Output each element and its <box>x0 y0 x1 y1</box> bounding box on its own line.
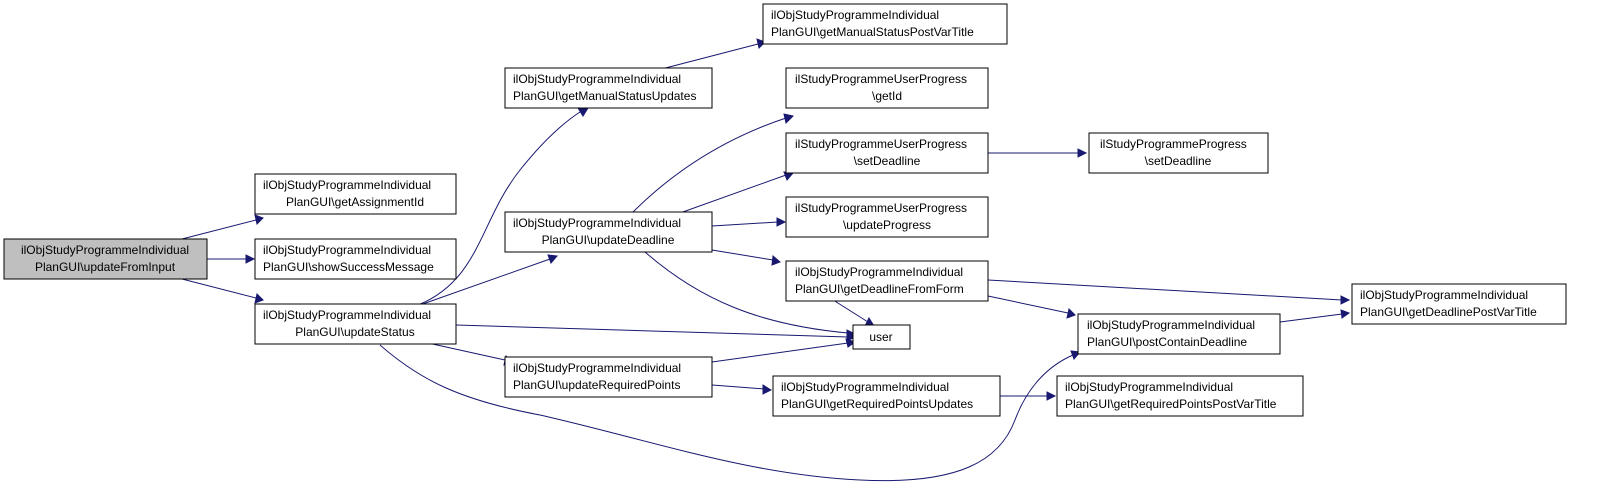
node-label-line2: PlanGUI\getManualStatusPostVarTitle <box>771 25 974 39</box>
node-label-line1: ilObjStudyProgrammeIndividual <box>781 380 949 394</box>
node-update-from-input[interactable]: ilObjStudyProgrammeIndividual PlanGUI\up… <box>3 238 208 280</box>
node-progress-set-deadline[interactable]: ilStudyProgrammeProgress \setDeadline <box>1088 132 1269 174</box>
node-get-required-points-updates[interactable]: ilObjStudyProgrammeIndividual PlanGUI\ge… <box>772 375 1001 417</box>
nodes: ilObjStudyProgrammeIndividual PlanGUI\up… <box>3 3 1567 417</box>
node-label-line2: \updateProgress <box>843 218 931 232</box>
node-label-line1: ilStudyProgrammeUserProgress <box>795 72 967 86</box>
node-label-line2: PlanGUI\postContainDeadline <box>1087 335 1247 349</box>
edge-update-status-to-user <box>455 324 857 342</box>
node-label-line1: ilStudyProgrammeUserProgress <box>795 137 967 151</box>
node-label-line2: PlanGUI\getRequiredPointsUpdates <box>781 397 973 411</box>
edge-update-deadline-to-update-progress <box>711 217 787 227</box>
node-label-line1: ilObjStudyProgrammeIndividual <box>263 308 431 322</box>
node-label-line1: ilObjStudyProgrammeIndividual <box>513 72 681 86</box>
node-get-deadline-post-var-title[interactable]: ilObjStudyProgrammeIndividual PlanGUI\ge… <box>1351 283 1567 325</box>
node-get-manual-status-updates[interactable]: ilObjStudyProgrammeIndividual PlanGUI\ge… <box>504 67 713 109</box>
node-user-progress-get-id[interactable]: ilStudyProgrammeUserProgress \getId <box>785 67 989 109</box>
node-label-line2: PlanGUI\updateStatus <box>295 325 414 339</box>
node-update-required-points[interactable]: ilObjStudyProgrammeIndividual PlanGUI\up… <box>504 356 713 398</box>
edge-update-deadline-to-user <box>644 251 857 339</box>
node-label-line1: ilStudyProgrammeUserProgress <box>795 201 967 215</box>
node-label-line2: PlanGUI\getRequiredPointsPostVarTitle <box>1065 397 1277 411</box>
edge-update-required-points-to-get-required-points-updates <box>711 384 773 395</box>
node-label-line2: PlanGUI\getManualStatusUpdates <box>513 89 696 103</box>
edge-update-deadline-to-get-deadline-from-form <box>711 249 781 266</box>
node-user[interactable]: user <box>852 324 911 350</box>
node-label-line2: PlanGUI\updateRequiredPoints <box>513 378 680 392</box>
node-label-line2: PlanGUI\getDeadlinePostVarTitle <box>1360 305 1537 319</box>
node-label-line2: PlanGUI\getAssignmentId <box>286 195 424 209</box>
edge-user-progress-set-deadline-to-progress-set-deadline <box>988 148 1088 158</box>
node-label-line1: ilObjStudyProgrammeIndividual <box>263 178 431 192</box>
edge-get-deadline-from-form-to-post-contain-deadline <box>987 295 1076 319</box>
edge-update-from-input-to-update-status <box>181 278 264 304</box>
node-label-line2: \setDeadline <box>854 154 921 168</box>
edge-get-required-points-updates-to-get-required-points-post-var-title <box>1000 391 1057 401</box>
node-user-progress-set-deadline[interactable]: ilStudyProgrammeUserProgress \setDeadlin… <box>785 132 989 174</box>
node-label-line1: ilObjStudyProgrammeIndividual <box>1065 380 1233 394</box>
node-label-line1: ilObjStudyProgrammeIndividual <box>1360 288 1528 302</box>
edge-update-from-input-to-get-assignment-id <box>181 214 264 240</box>
edge-update-required-points-to-user <box>711 338 857 363</box>
node-label-line2: PlanGUI\updateDeadline <box>542 233 675 247</box>
node-post-contain-deadline[interactable]: ilObjStudyProgrammeIndividual PlanGUI\po… <box>1077 313 1281 355</box>
node-label-line1: ilObjStudyProgrammeIndividual <box>21 243 189 257</box>
node-label-line1: ilObjStudyProgrammeIndividual <box>795 265 963 279</box>
node-label-line2: \setDeadline <box>1145 154 1212 168</box>
node-label-line1: ilObjStudyProgrammeIndividual <box>263 243 431 257</box>
edge-update-deadline-to-user-progress-set-deadline <box>679 171 794 214</box>
edge-update-deadline-to-get-id <box>631 113 794 214</box>
node-get-manual-status-post-var-title[interactable]: ilObjStudyProgrammeIndividual PlanGUI\ge… <box>762 3 1008 45</box>
node-label-line1: ilObjStudyProgrammeIndividual <box>513 216 681 230</box>
node-label-line1: ilStudyProgrammeProgress <box>1100 137 1247 151</box>
edge-post-contain-deadline-to-get-deadline-post-var-title <box>1279 309 1351 323</box>
node-get-assignment-id[interactable]: ilObjStudyProgrammeIndividual PlanGUI\ge… <box>254 173 457 215</box>
node-show-success-message[interactable]: ilObjStudyProgrammeIndividual PlanGUI\sh… <box>254 238 457 280</box>
node-label-line1: user <box>869 330 892 344</box>
node-label-line2: PlanGUI\getDeadlineFromForm <box>795 282 964 296</box>
edges <box>181 38 1351 482</box>
edge-update-from-input-to-show-success-message <box>207 254 256 264</box>
node-label-line1: ilObjStudyProgrammeIndividual <box>513 361 681 375</box>
edge-get-manual-status-updates-to-get-manual-status-post-var-title <box>649 38 766 73</box>
node-label-line2: PlanGUI\showSuccessMessage <box>263 260 434 274</box>
node-update-status[interactable]: ilObjStudyProgrammeIndividual PlanGUI\up… <box>254 303 457 345</box>
node-label-line1: ilObjStudyProgrammeIndividual <box>771 8 939 22</box>
edge-get-deadline-from-form-to-get-deadline-post-var-title <box>987 279 1351 305</box>
edge-get-deadline-from-form-to-user <box>829 297 875 327</box>
node-update-deadline[interactable]: ilObjStudyProgrammeIndividual PlanGUI\up… <box>504 211 713 253</box>
node-get-deadline-from-form[interactable]: ilObjStudyProgrammeIndividual PlanGUI\ge… <box>785 260 989 302</box>
node-label-line1: ilObjStudyProgrammeIndividual <box>1087 318 1255 332</box>
node-label-line2: \getId <box>872 89 902 103</box>
node-get-required-points-post-var-title[interactable]: ilObjStudyProgrammeIndividual PlanGUI\ge… <box>1056 375 1304 417</box>
edge-update-status-to-update-deadline <box>419 254 558 306</box>
node-user-progress-update-progress[interactable]: ilStudyProgrammeUserProgress \updateProg… <box>785 196 989 238</box>
edge-update-status-to-update-required-points <box>427 342 513 366</box>
node-label-line2: PlanGUI\updateFromInput <box>35 260 176 274</box>
